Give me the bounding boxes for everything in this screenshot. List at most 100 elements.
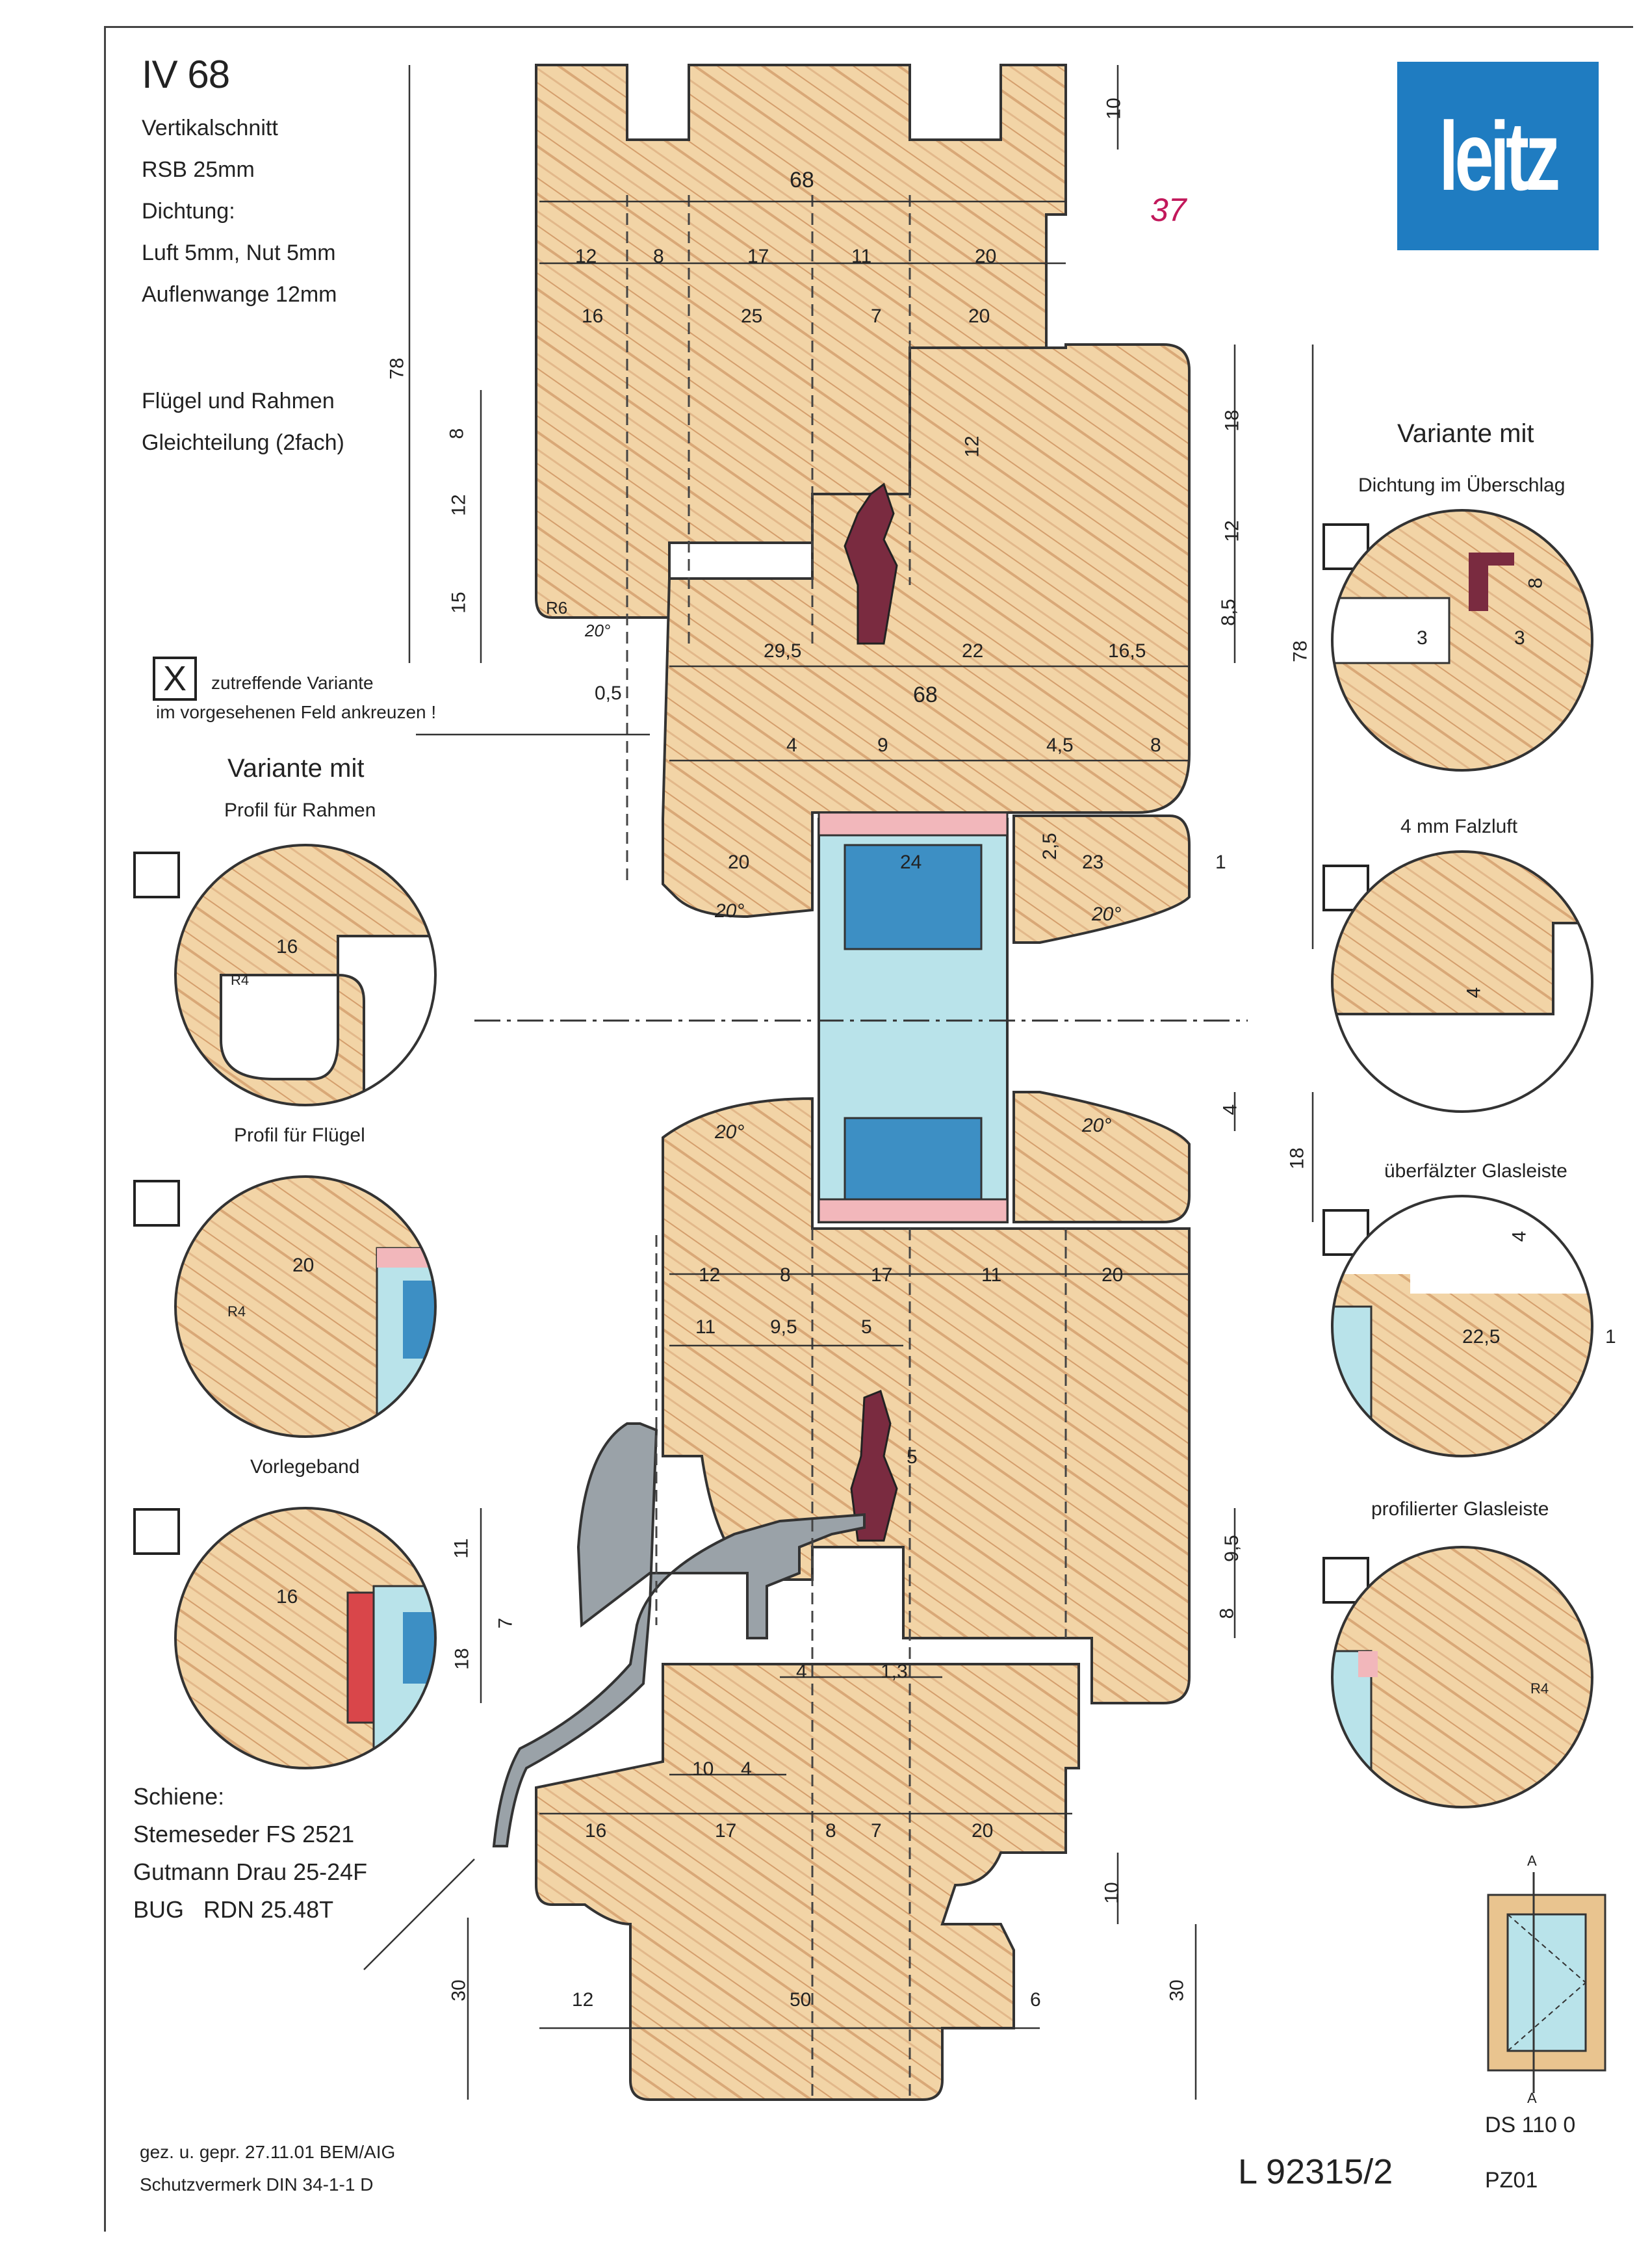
- dim-top-row1: 20: [975, 246, 997, 267]
- dim-detail-ueberfaelzt: 4: [1508, 1231, 1530, 1242]
- dim-bframe-left: 7: [495, 1617, 517, 1629]
- dim-detail-ueberfaelzt: 22,5: [1462, 1326, 1501, 1348]
- dim-detail-falzluft: 4: [1463, 987, 1485, 998]
- dim-top-row1: 17: [747, 246, 769, 267]
- drawing-number: L 92315/2: [1238, 2152, 1393, 2191]
- dim-sash-overall: 68: [913, 683, 938, 707]
- dim-bframe-row3: 16: [585, 1820, 607, 1842]
- dim-bsash-row1: 20: [1102, 1264, 1124, 1286]
- dim-sash-bead: 23: [1082, 852, 1104, 873]
- drawing-title: IV 68: [142, 53, 230, 96]
- dim-top-row2: 7: [871, 306, 882, 327]
- dim-sash-right-total: 78: [1289, 640, 1311, 662]
- dim-bframe-height-right: 30: [1166, 1979, 1188, 2001]
- dim-bframe-bottom: 12: [572, 1989, 594, 2011]
- dim-bsash-right: 4: [1219, 1104, 1241, 1115]
- dim-bframe-left: 18: [451, 1648, 473, 1670]
- variant-label-ueberfaelzt: überfälzter Glasleiste: [1384, 1160, 1567, 1182]
- detail-circle-dichtung: [1331, 509, 1593, 772]
- spec-item: Auflenwange 12mm: [142, 282, 337, 307]
- dim-top-height: 78: [386, 358, 408, 380]
- dim-bframe-row3: 7: [871, 1820, 882, 1842]
- spec-item: RSB 25mm: [142, 157, 255, 182]
- dim-bsash-seal: 5: [907, 1446, 918, 1468]
- dim-sash-bead: 2,5: [1038, 833, 1061, 860]
- drawing-code: PZ01: [1485, 2168, 1538, 2193]
- dim-bframe-row3: 8: [825, 1820, 836, 1842]
- dim-bframe-top-right: 10: [1101, 1882, 1123, 1904]
- checkbox-hint-line: im vorgesehenen Feld ankreuzen !: [156, 702, 437, 722]
- variant-label-dichtung: Dichtung im Überschlag: [1358, 475, 1566, 496]
- dim-bframe-row2: 4: [741, 1758, 752, 1780]
- dim-top-left: 8: [446, 428, 468, 439]
- dim-top-overall: 68: [790, 168, 814, 192]
- dim-bframe-left: 11: [450, 1538, 472, 1559]
- dim-bsash-row1: 17: [871, 1264, 893, 1286]
- left-variants-heading: Variante mit: [227, 754, 365, 783]
- section-mark-bottom: A: [1527, 2090, 1537, 2106]
- dim-sash-angle: 20°: [1092, 904, 1122, 925]
- dim-bframe-row1: 1,3: [881, 1661, 908, 1682]
- dim-top-row1: 8: [653, 246, 664, 267]
- rebate-seal-bottom: [850, 1389, 898, 1542]
- dim-detail-ueberfaelzt: 1: [1605, 1326, 1616, 1348]
- top-sash-profile: [662, 343, 1191, 919]
- dim-sash-offset: 0,5: [595, 683, 622, 704]
- variant-label-vorlegeband: Vorlegeband: [250, 1456, 360, 1478]
- dim-sash-row2: 4: [786, 735, 797, 756]
- dim-top-row1: 11: [851, 246, 872, 267]
- dim-bsash-right: 18: [1286, 1147, 1308, 1169]
- drawing-frame: [104, 26, 1633, 2232]
- detail-circle-falzluft: [1331, 850, 1593, 1113]
- dim-bsash-row2: 11: [695, 1316, 716, 1338]
- dim-sash-right: 8,5: [1217, 599, 1239, 626]
- dim-sash-bead: 20: [728, 852, 750, 873]
- spec-list: Vertikalschnitt RSB 25mm Dichtung: Luft …: [142, 107, 337, 315]
- variant-label-profiliert: profilierter Glasleiste: [1371, 1498, 1549, 1520]
- dim-bsash-row2: 9,5: [770, 1316, 797, 1338]
- dim-sash-row1: 22: [962, 640, 984, 662]
- dim-sash-row1: 29,5: [764, 640, 802, 662]
- dim-top-row2: 20: [968, 306, 990, 327]
- dim-bsash-row1: 8: [780, 1264, 791, 1286]
- rebate-seal-top: [844, 482, 898, 645]
- detail-circle-rahmen: [174, 844, 437, 1106]
- right-variants-heading: Variante mit: [1397, 419, 1534, 448]
- dim-top-inner: 12: [961, 436, 983, 458]
- window-thumbnail: [1487, 1872, 1606, 2093]
- variant-label-falzluft: 4 mm Falzluft: [1400, 816, 1518, 837]
- dim-bframe-row3: 17: [715, 1820, 737, 1842]
- dim-sash-gap: 1: [1215, 852, 1226, 873]
- variant-label-rahmen: Profil für Rahmen: [224, 800, 376, 821]
- schiene-title: Schiene:: [133, 1783, 225, 1810]
- dim-top-row2: 25: [741, 306, 763, 327]
- dim-bframe-row3: 20: [972, 1820, 994, 1842]
- dim-bsash-angle: 20°: [715, 1121, 745, 1143]
- radius-detail-fluegel: R4: [227, 1303, 246, 1320]
- variant-checkbox-rahmen[interactable]: [133, 852, 180, 898]
- dim-top-left: 15: [448, 592, 470, 614]
- dim-sash-right: 12: [1221, 520, 1243, 542]
- variant-checkbox-profiliert[interactable]: [1322, 1557, 1369, 1604]
- variant-checkbox-vorlegeband[interactable]: [133, 1508, 180, 1555]
- top-glass-bead: [1012, 815, 1191, 944]
- detail-circle-vorlegeband: [174, 1507, 437, 1769]
- dim-sash-right: 18: [1221, 410, 1243, 432]
- spec-note: Flügel und Rahmen Gleichteilung (2fach): [142, 380, 344, 463]
- dim-sash-angle: 20°: [715, 900, 745, 922]
- variant-checkbox-fluegel[interactable]: [133, 1180, 180, 1227]
- dim-top-angle: 20°: [585, 621, 611, 640]
- spec-item: Vertikalschnitt: [142, 116, 278, 140]
- dim-sash-glass: 24: [900, 852, 922, 873]
- signature-line: gez. u. gepr. 27.11.01 BEM/AIG: [140, 2142, 396, 2162]
- detail-circle-fluegel: [174, 1175, 437, 1438]
- dimension-lines: [363, 65, 1314, 2100]
- weather-rail: [492, 1422, 866, 1847]
- detail-circle-ueberfaelzt: [1331, 1195, 1593, 1457]
- window-label: DS 110 0: [1485, 2113, 1576, 2137]
- dim-detail-dichtung: 8: [1525, 577, 1547, 589]
- dim-top-left: 12: [448, 494, 470, 516]
- spec-item: Luft 5mm, Nut 5mm: [142, 241, 336, 265]
- dim-detail-vorlegeband: 16: [276, 1586, 298, 1608]
